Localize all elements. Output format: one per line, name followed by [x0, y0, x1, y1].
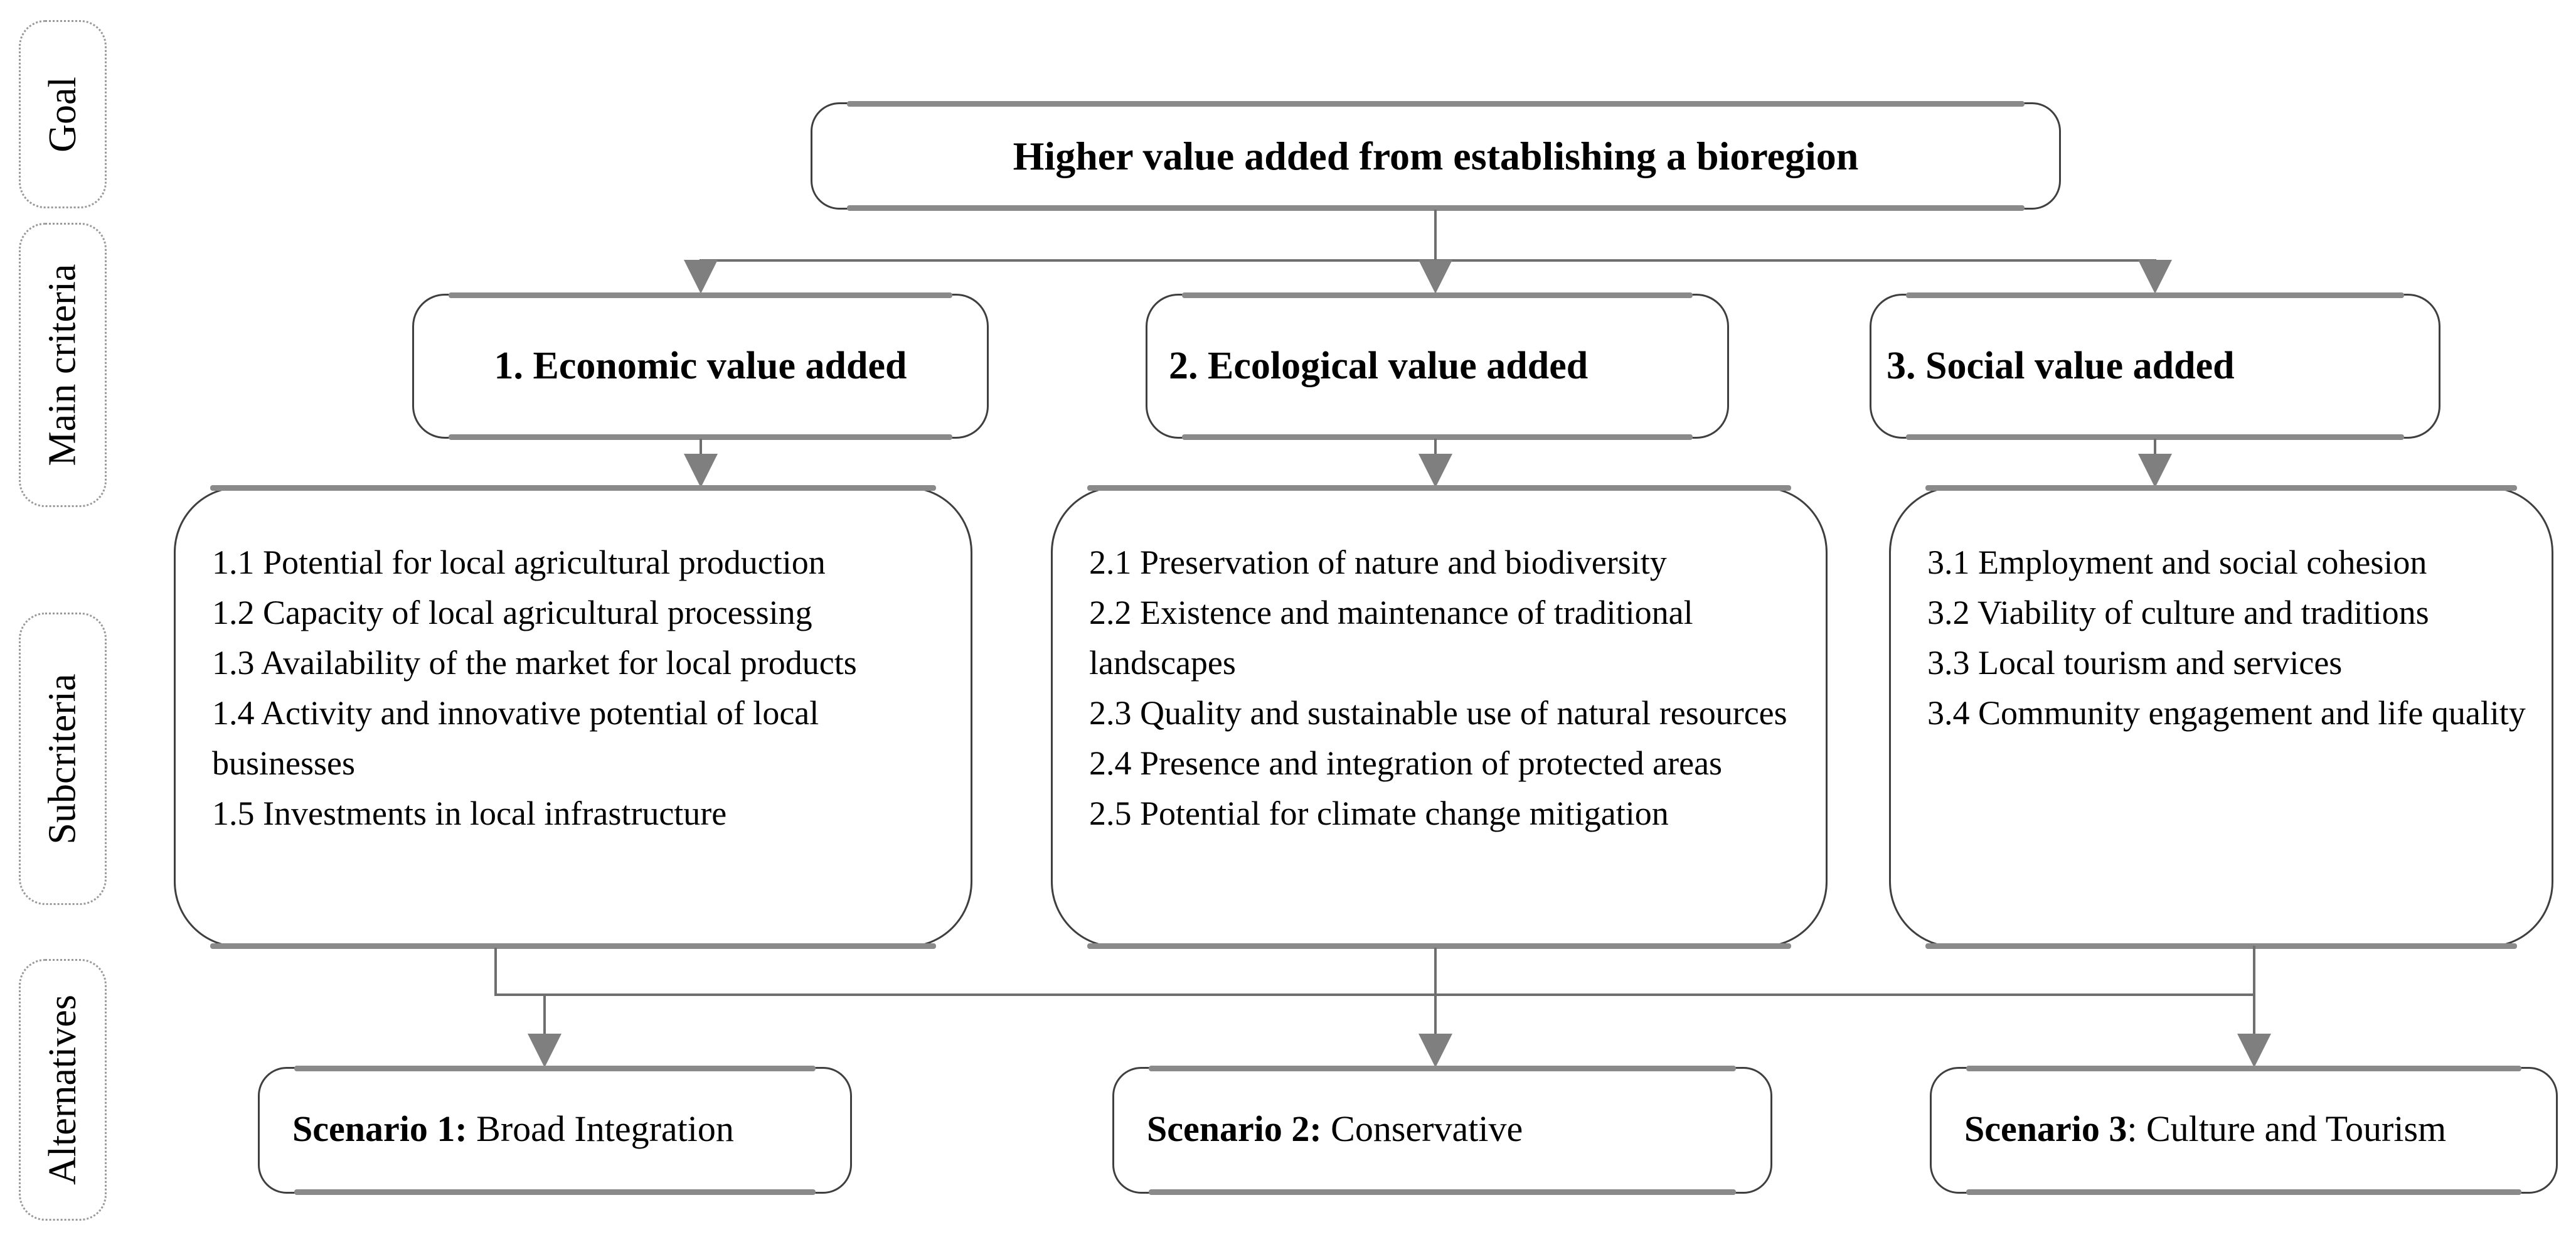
arrowhead-to-scenario-1 — [528, 1034, 562, 1068]
connector-subcriteria-economic-down — [494, 948, 497, 996]
subcriteria-box-ecological: 2.1 Preservation of nature and biodivers… — [1051, 485, 1828, 949]
arrowhead-to-ecological — [1418, 260, 1452, 294]
level-label-alternatives-text: Alternatives — [41, 994, 84, 1186]
criterion-box-economic: 1. Economic value added — [412, 292, 989, 440]
level-label-main-criteria: Main criteria — [19, 223, 107, 507]
scenario-1-label: Scenario 1: Broad Integration — [292, 1108, 734, 1150]
level-label-subcriteria-text: Subcriteria — [41, 673, 84, 845]
connector-ecological-down — [1434, 439, 1437, 456]
criterion-label-social: 3. Social value added — [1887, 345, 2235, 387]
subcriteria-box-economic: 1.1 Potential for local agricultural pro… — [174, 485, 972, 949]
scenario-3-label: Scenario 3: Culture and Tourism — [1964, 1108, 2446, 1150]
criterion-box-ecological: 2. Ecological value added — [1146, 292, 1729, 440]
goal-title: Higher value added from establishing a b… — [1013, 133, 1859, 178]
scenario-1-name: Broad Integration — [467, 1108, 734, 1149]
subcriterion-item: 1.1 Potential for local agricultural pro… — [212, 544, 826, 581]
connector-subcriteria-social-down — [2253, 946, 2255, 996]
scenario-3-name: : Culture and Tourism — [2127, 1108, 2447, 1149]
alternative-box-scenario-3: Scenario 3: Culture and Tourism — [1930, 1066, 2558, 1195]
connector-to-scenario-3 — [2253, 996, 2255, 1035]
arrowhead-to-economic — [684, 260, 718, 294]
subcriterion-item: 3.2 Viability of culture and traditions — [1927, 594, 2429, 631]
subcriterion-item: 1.2 Capacity of local agricultural proce… — [212, 594, 812, 631]
arrowhead-to-subcriteria-economic — [684, 454, 718, 488]
subcriteria-box-social: 3.1 Employment and social cohesion 3.2 V… — [1889, 485, 2553, 949]
level-label-goal-text: Goal — [41, 76, 84, 153]
connector-to-scenario-1 — [543, 996, 546, 1035]
scenario-2-label: Scenario 2: Conservative — [1147, 1108, 1523, 1150]
scenario-1-prefix: Scenario 1: — [292, 1108, 467, 1149]
scenario-2-name: Conservative — [1321, 1108, 1523, 1149]
arrowhead-to-subcriteria-social — [2138, 454, 2172, 488]
subcriterion-item: 2.1 Preservation of nature and biodivers… — [1089, 544, 1667, 581]
arrowhead-to-social — [2138, 260, 2172, 294]
alternative-box-scenario-2: Scenario 2: Conservative — [1112, 1066, 1772, 1195]
goal-box: Higher value added from establishing a b… — [811, 101, 2061, 211]
level-label-main-criteria-text: Main criteria — [41, 264, 84, 466]
subcriterion-item: 2.2 Existence and maintenance of traditi… — [1089, 594, 1693, 682]
connector-economic-down — [700, 439, 702, 456]
arrowhead-to-subcriteria-ecological — [1418, 454, 1452, 488]
level-label-subcriteria: Subcriteria — [19, 613, 107, 905]
level-label-alternatives: Alternatives — [19, 959, 107, 1221]
subcriterion-item: 3.3 Local tourism and services — [1927, 644, 2343, 682]
connector-rail-alternatives — [494, 993, 2255, 996]
subcriterion-item: 1.3 Availability of the market for local… — [212, 644, 857, 682]
scenario-2-prefix: Scenario 2: — [1147, 1108, 1322, 1149]
subcriterion-item: 2.3 Quality and sustainable use of natur… — [1089, 694, 1787, 732]
connector-to-scenario-2 — [1434, 996, 1437, 1035]
arrowhead-to-scenario-2 — [1418, 1034, 1452, 1068]
level-label-goal: Goal — [19, 20, 107, 208]
subcriterion-item: 3.4 Community engagement and life qualit… — [1927, 694, 2526, 732]
connector-goal-down — [1434, 210, 1437, 259]
subcriterion-item: 3.1 Employment and social cohesion — [1927, 544, 2427, 581]
subcriterion-item: 1.4 Activity and innovative potential of… — [212, 694, 819, 782]
scenario-3-prefix: Scenario 3 — [1964, 1108, 2127, 1149]
criterion-label-economic: 1. Economic value added — [494, 345, 907, 387]
subcriterion-item: 1.5 Investments in local infrastructure — [212, 795, 727, 832]
criterion-label-ecological: 2. Ecological value added — [1169, 345, 1589, 387]
connector-social-down — [2154, 439, 2156, 456]
alternative-box-scenario-1: Scenario 1: Broad Integration — [258, 1066, 852, 1195]
connector-subcriteria-ecological-down — [1434, 948, 1437, 996]
subcriterion-item: 2.5 Potential for climate change mitigat… — [1089, 795, 1669, 832]
subcriterion-item: 2.4 Presence and integration of protecte… — [1089, 744, 1723, 782]
criterion-box-social: 3. Social value added — [1870, 292, 2440, 440]
arrowhead-to-scenario-3 — [2237, 1034, 2271, 1068]
